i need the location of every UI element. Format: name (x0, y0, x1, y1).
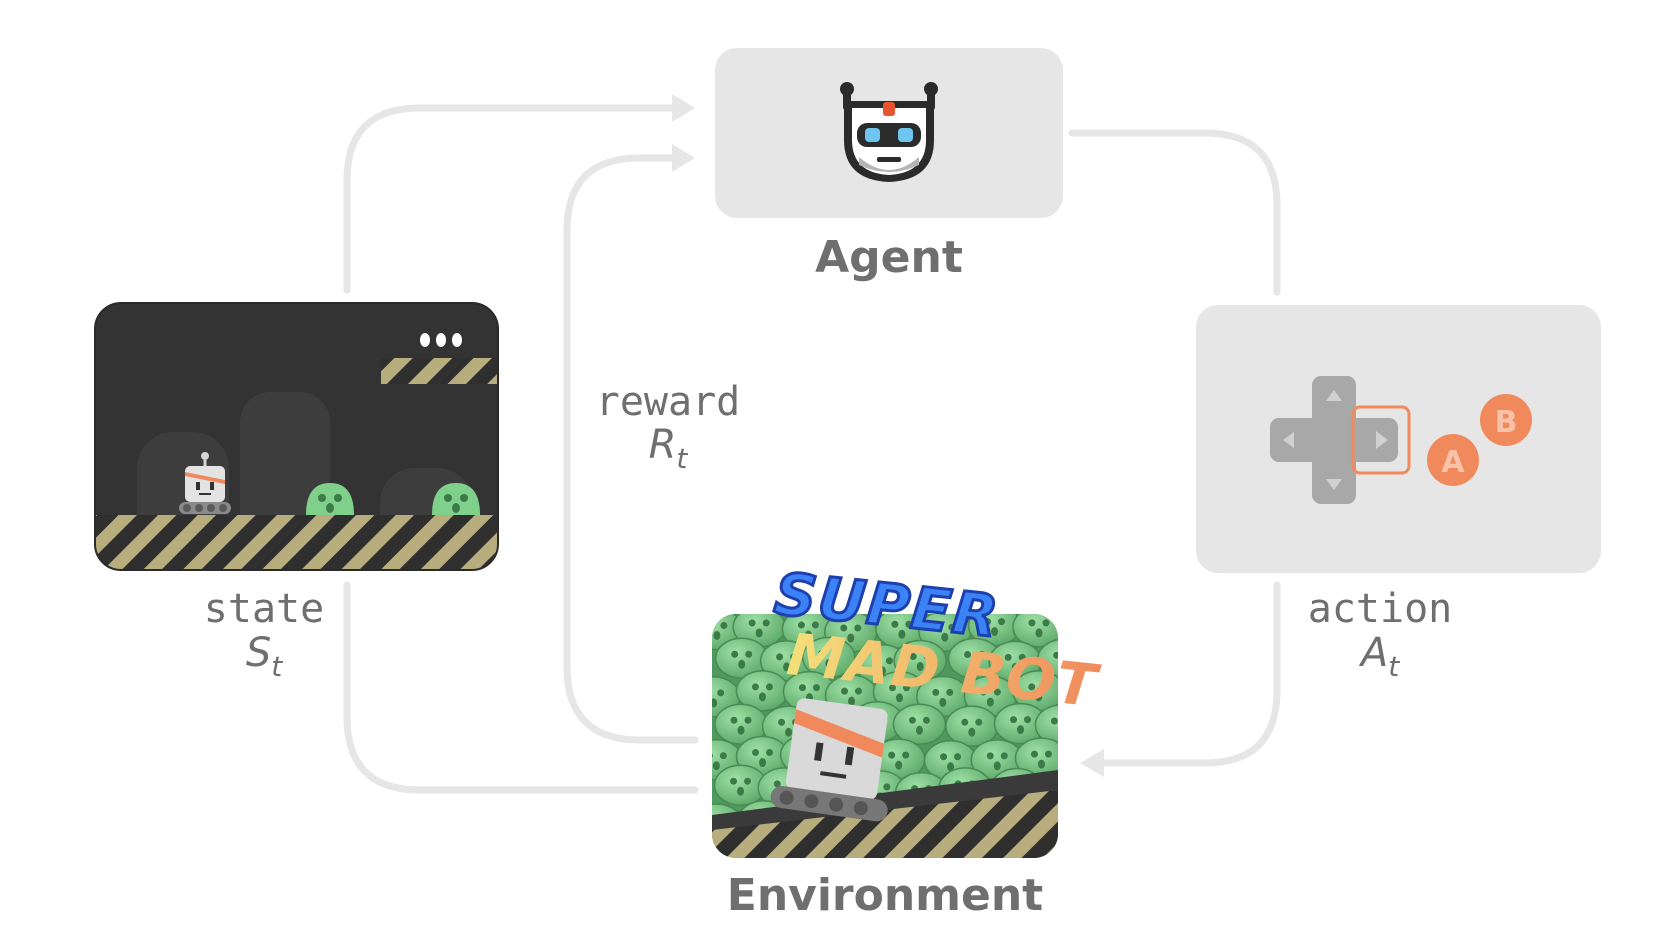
environment-cover-art (712, 614, 1058, 858)
state-arrow-path (343, 581, 699, 794)
slime-enemy-icon (306, 483, 354, 515)
button-b-icon (1480, 394, 1532, 446)
dpad-right-highlight (1351, 405, 1411, 475)
state-game-frame (95, 303, 498, 570)
gamepad-icon: A B (1270, 376, 1532, 504)
state-label: state (204, 586, 324, 632)
environment-node: SUPER MAD BOT Environment (712, 558, 1104, 921)
slime-blob (967, 614, 1022, 647)
slime-blob (1014, 737, 1058, 779)
slime-enemy-icon (432, 483, 480, 515)
reward-arrow-path (563, 154, 699, 744)
state-arrow-path-upper (343, 104, 684, 294)
reward-symbol-subscript: t (676, 442, 688, 475)
slime-blob (893, 639, 947, 682)
button-b-label: B (1495, 405, 1518, 440)
action-symbol: At (1358, 630, 1400, 683)
state-symbol: St (246, 630, 283, 683)
action-label: action (1308, 586, 1453, 632)
button-a-icon (1427, 434, 1479, 486)
reward-symbol-letter: R (649, 422, 677, 468)
slime-blob (993, 702, 1048, 745)
action-arrow-head (1080, 749, 1104, 777)
action-symbol-subscript: t (1388, 650, 1400, 683)
slime-blob (802, 636, 856, 679)
slime-blob (1036, 638, 1058, 680)
action-node: A B action At (1196, 305, 1601, 683)
button-a-label: A (1441, 445, 1465, 480)
action-arrow-path-lower (1101, 581, 1281, 767)
reward-label: reward (596, 379, 741, 425)
robot-head-icon (840, 82, 938, 182)
action-panel (1196, 305, 1601, 573)
robot-player-icon (179, 452, 231, 514)
action-symbol-letter: A (1358, 630, 1388, 676)
reward-arrow-head (672, 144, 695, 172)
reward-node: reward Rt (596, 379, 741, 475)
action-arrow-path-upper (1068, 129, 1281, 296)
state-symbol-subscript: t (271, 650, 283, 683)
lives-dots-icon (420, 333, 462, 347)
loop-arrows (343, 104, 1281, 794)
slime-blob (875, 614, 929, 650)
slime-blob (759, 640, 814, 682)
agent-node: Agent (715, 48, 1063, 283)
agent-label: Agent (815, 232, 963, 283)
slime-blob (918, 614, 972, 653)
state-arrow-head (672, 94, 695, 122)
arrow-heads (672, 94, 1104, 777)
reward-symbol: Rt (649, 422, 689, 475)
slime-blob (892, 703, 947, 746)
state-symbol-letter: S (246, 630, 271, 676)
state-node: state St (94, 302, 499, 683)
slime-blob (1034, 704, 1058, 746)
mad-bot-robot-icon (770, 698, 888, 822)
slime-blob (713, 764, 768, 806)
environment-label: Environment (727, 870, 1043, 921)
